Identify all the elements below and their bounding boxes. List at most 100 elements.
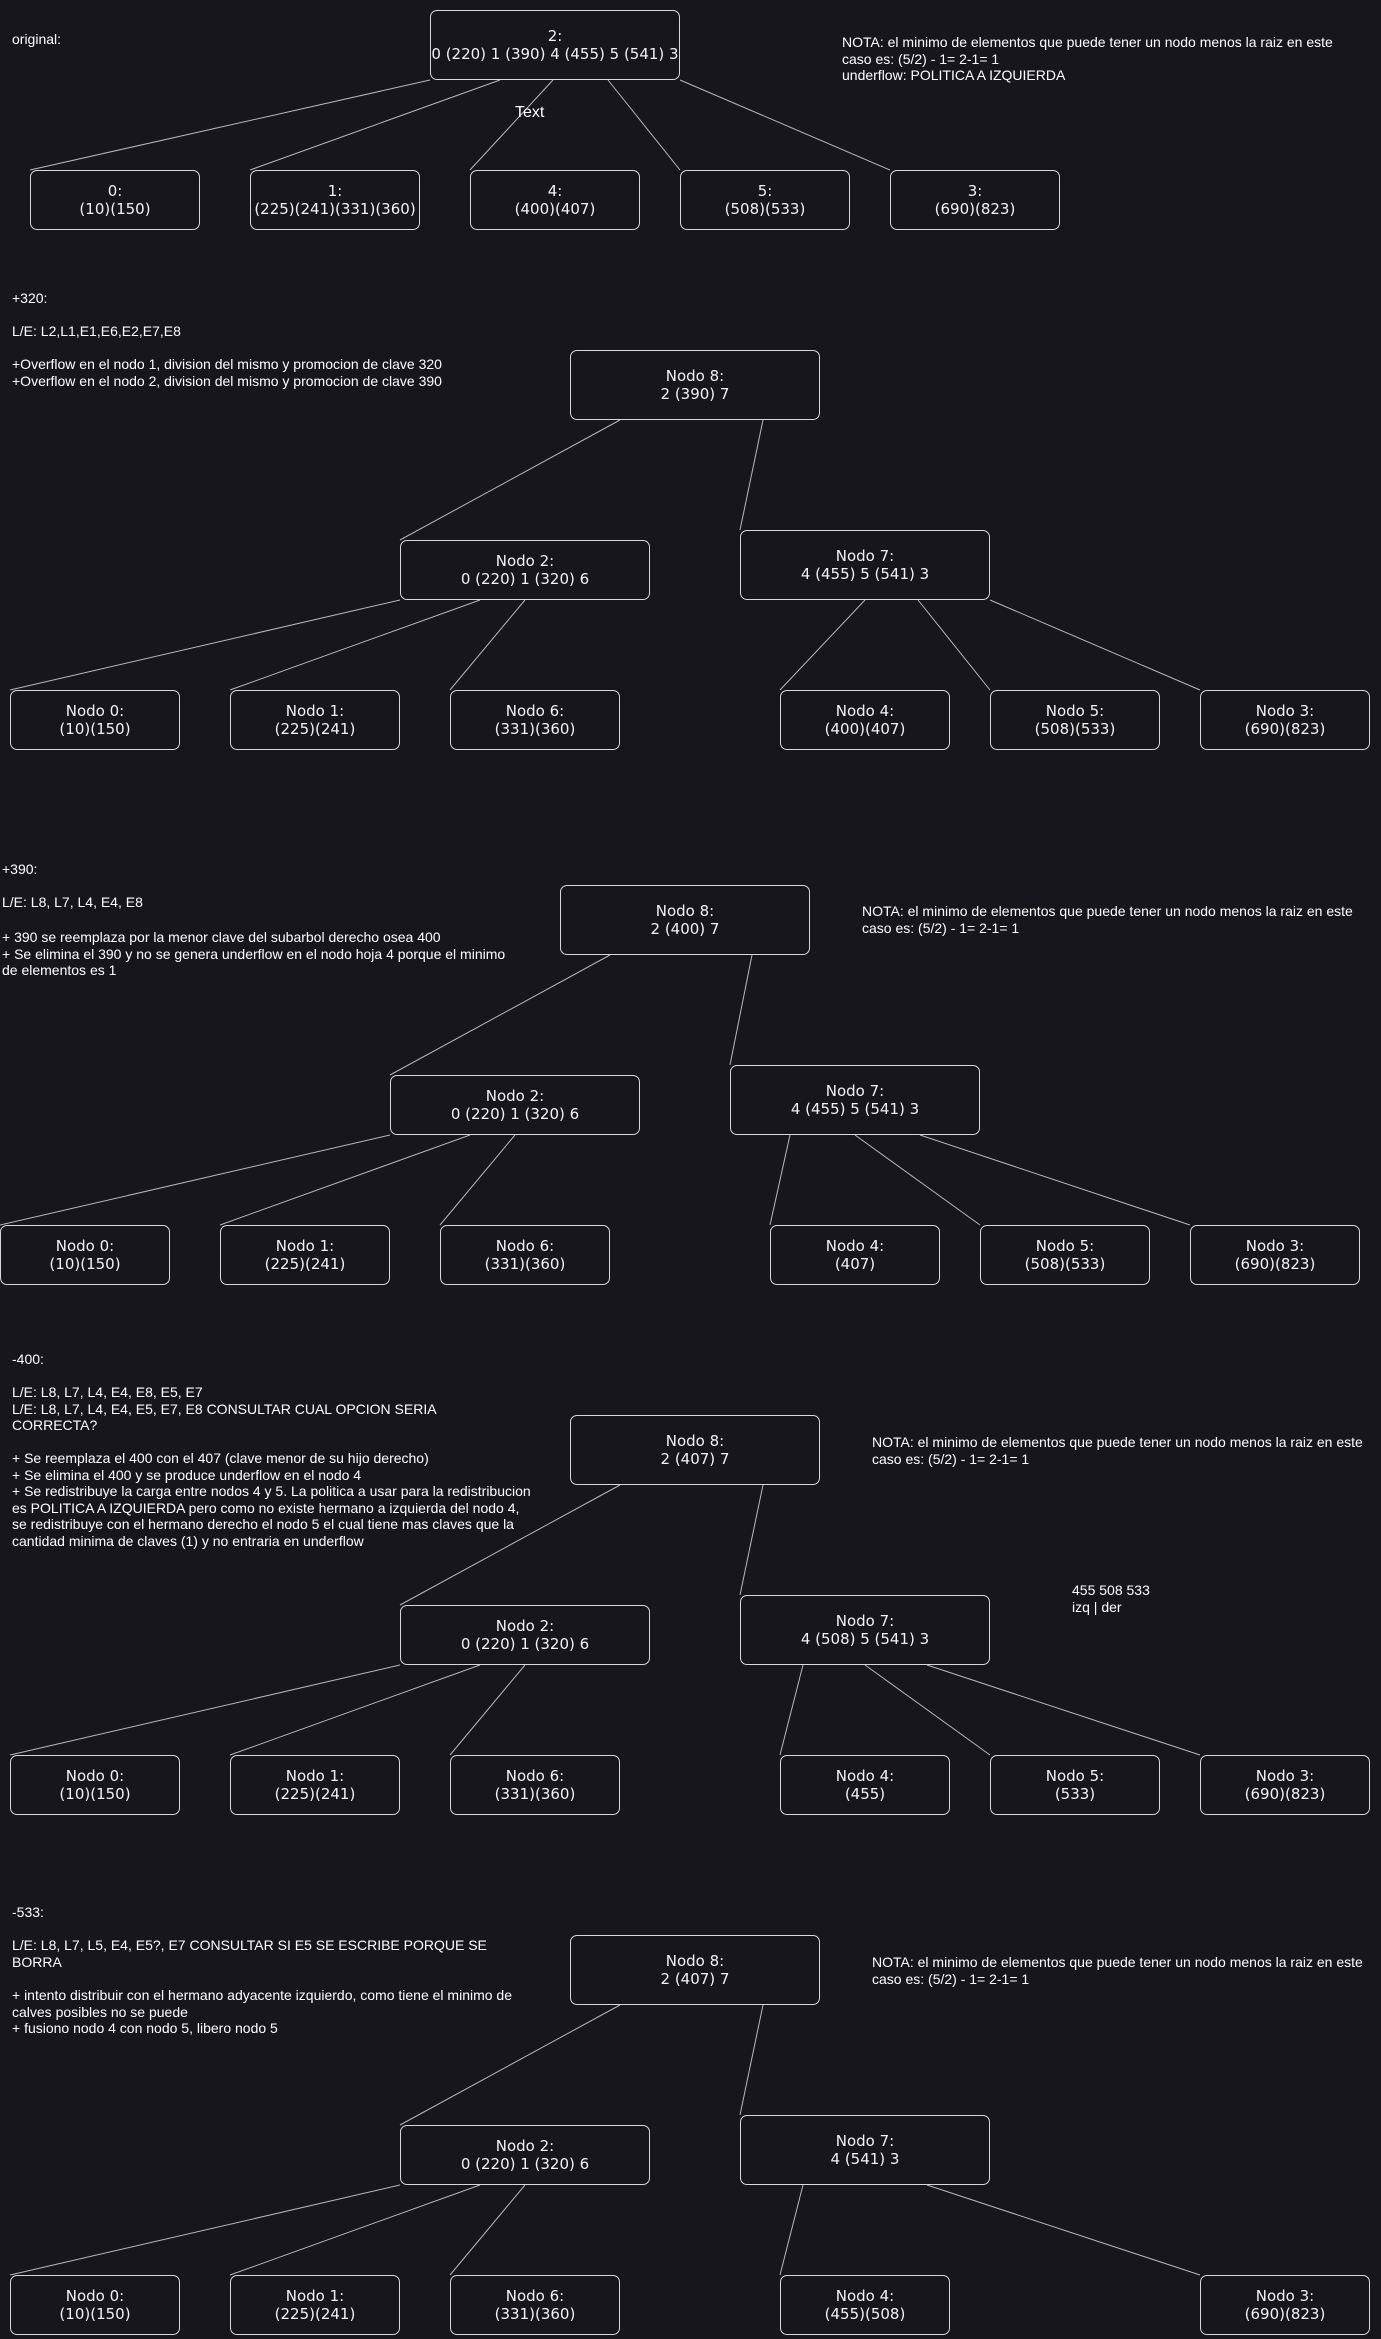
- plus390-steps-text: + 390 se reemplaza por la menor clave de…: [2, 929, 506, 978]
- node-keys: 0 (220) 1 (320) 6: [450, 1105, 580, 1123]
- btree-node-minus533-n2: Nodo 2:0 (220) 1 (320) 6: [400, 2125, 650, 2185]
- plus390-title-text: +390:: [2, 861, 38, 877]
- node-label: Nodo 5:: [1045, 1767, 1105, 1785]
- node-keys: (225)(241): [264, 1255, 346, 1273]
- node-keys: (225)(241): [274, 2305, 356, 2323]
- minus400-le-text: L/E: L8, L7, L4, E4, E8, E5, E7 L/E: L8,…: [12, 1384, 436, 1433]
- btree-node-plus320-n7: Nodo 7:4 (455) 5 (541) 3: [740, 530, 990, 600]
- plus390-le-text: L/E: L8, L7, L4, E4, E8: [2, 894, 143, 910]
- node-label: 2:: [547, 27, 563, 45]
- node-keys: (455): [844, 1785, 886, 1803]
- plus320-edge: [399, 419, 621, 541]
- node-label: Nodo 6:: [505, 702, 565, 720]
- btree-node-minus533-n6: Nodo 6:(331)(360): [450, 2275, 620, 2335]
- btree-node-minus533-n1: Nodo 1:(225)(241): [230, 2275, 400, 2335]
- node-keys: (508)(533): [1024, 1255, 1106, 1273]
- node-keys: (690)(823): [1244, 2305, 1326, 2323]
- node-keys: 0 (220) 1 (390) 4 (455) 5 (541) 3: [431, 45, 679, 63]
- btree-node-original-n5: 5:(508)(533): [680, 170, 850, 230]
- node-label: Nodo 2:: [495, 2137, 555, 2155]
- node-keys: 4 (455) 5 (541) 3: [800, 565, 930, 583]
- node-keys: (225)(241): [274, 720, 356, 738]
- btree-node-plus320-n8: Nodo 8:2 (390) 7: [570, 350, 820, 420]
- node-label: Nodo 2:: [495, 552, 555, 570]
- minus533-le-text: L/E: L8, L7, L5, E4, E5?, E7 CONSULTAR S…: [12, 1937, 487, 1970]
- btree-node-plus320-n6: Nodo 6:(331)(360): [450, 690, 620, 750]
- plus390-edge: [919, 1134, 1191, 1226]
- btree-node-plus320-n4: Nodo 4:(400)(407): [780, 690, 950, 750]
- node-label: Nodo 6:: [505, 2287, 565, 2305]
- btree-node-plus320-n0: Nodo 0:(10)(150): [10, 690, 180, 750]
- original-note-text: NOTA: el minimo de elementos que puede t…: [842, 34, 1333, 83]
- node-label: Nodo 0:: [65, 1767, 125, 1785]
- original-edge: [679, 79, 891, 171]
- btree-node-plus390-n5: Nodo 5:(508)(533): [980, 1225, 1150, 1285]
- btree-node-original-n4: 4:(400)(407): [470, 170, 640, 230]
- plus390-edge: [439, 1134, 516, 1226]
- original-title-text: original:: [12, 31, 62, 47]
- original-edge: [29, 79, 431, 171]
- node-keys: (10)(150): [79, 200, 151, 218]
- plus320-edge: [779, 599, 866, 691]
- node-label: Nodo 4:: [835, 1767, 895, 1785]
- btree-node-plus320-n2: Nodo 2:0 (220) 1 (320) 6: [400, 540, 650, 600]
- minus400-edge: [399, 1484, 621, 1606]
- btree-node-minus400-n4: Nodo 4:(455): [780, 1755, 950, 1815]
- node-keys: (225)(241): [274, 1785, 356, 1803]
- node-keys: (10)(150): [59, 2305, 131, 2323]
- minus533-edge: [449, 2184, 526, 2276]
- node-keys: (508)(533): [724, 200, 806, 218]
- btree-node-plus390-n2: Nodo 2:0 (220) 1 (320) 6: [390, 1075, 640, 1135]
- minus400-edge: [739, 1484, 764, 1596]
- node-keys: (690)(823): [1244, 1785, 1326, 1803]
- btree-node-minus400-n8: Nodo 8:2 (407) 7: [570, 1415, 820, 1485]
- node-keys: (400)(407): [514, 200, 596, 218]
- btree-node-minus400-n1: Nodo 1:(225)(241): [230, 1755, 400, 1815]
- node-keys: (455)(508): [824, 2305, 906, 2323]
- node-label: Nodo 3:: [1255, 702, 1315, 720]
- minus400-steps-text: + Se reemplaza el 400 con el 407 (clave …: [12, 1450, 531, 1549]
- plus390-edge: [729, 954, 753, 1066]
- node-keys: (331)(360): [484, 1255, 566, 1273]
- node-keys: 0 (220) 1 (320) 6: [460, 2155, 590, 2173]
- node-keys: 2 (390) 7: [660, 385, 730, 403]
- plus320-edge: [9, 599, 401, 691]
- node-keys: (690)(823): [1244, 720, 1326, 738]
- minus533-edge: [779, 2184, 804, 2276]
- minus533-edge: [9, 2184, 401, 2276]
- minus400-note-text: NOTA: el minimo de elementos que puede t…: [872, 1434, 1363, 1467]
- node-label: Nodo 4:: [835, 2287, 895, 2305]
- node-label: 1:: [327, 182, 343, 200]
- node-label: Nodo 1:: [285, 702, 345, 720]
- node-keys: (690)(823): [1234, 1255, 1316, 1273]
- node-label: Nodo 8:: [655, 902, 715, 920]
- node-label: Nodo 7:: [835, 2132, 895, 2150]
- btree-node-original-root: 2:0 (220) 1 (390) 4 (455) 5 (541) 3: [430, 10, 680, 80]
- plus390-edge: [0, 1134, 391, 1226]
- btree-node-minus533-n0: Nodo 0:(10)(150): [10, 2275, 180, 2335]
- node-label: Nodo 7:: [825, 1082, 885, 1100]
- node-keys: 4 (541) 3: [830, 2150, 900, 2168]
- node-label: Nodo 0:: [55, 1237, 115, 1255]
- plus320-edge: [229, 599, 481, 691]
- plus320-edge: [917, 599, 991, 691]
- plus390-edge: [769, 1134, 791, 1226]
- plus320-edge: [449, 599, 526, 691]
- node-keys: (331)(360): [494, 2305, 576, 2323]
- minus533-edge: [926, 2184, 1201, 2276]
- node-keys: 0 (220) 1 (320) 6: [460, 1635, 590, 1653]
- node-keys: (331)(360): [494, 720, 576, 738]
- node-keys: (407): [834, 1255, 876, 1273]
- minus400-edge: [864, 1664, 991, 1756]
- btree-node-plus390-n1: Nodo 1:(225)(241): [220, 1225, 390, 1285]
- node-label: 5:: [757, 182, 773, 200]
- original-edge: [607, 79, 681, 171]
- node-label: Nodo 3:: [1245, 1237, 1305, 1255]
- btree-node-minus400-n0: Nodo 0:(10)(150): [10, 1755, 180, 1815]
- node-label: Nodo 8:: [665, 1952, 725, 1970]
- node-label: 4:: [547, 182, 563, 200]
- node-label: Nodo 6:: [505, 1767, 565, 1785]
- minus400-aside-text: 455 508 533 izq | der: [1072, 1582, 1150, 1615]
- plus320-edge: [739, 419, 764, 531]
